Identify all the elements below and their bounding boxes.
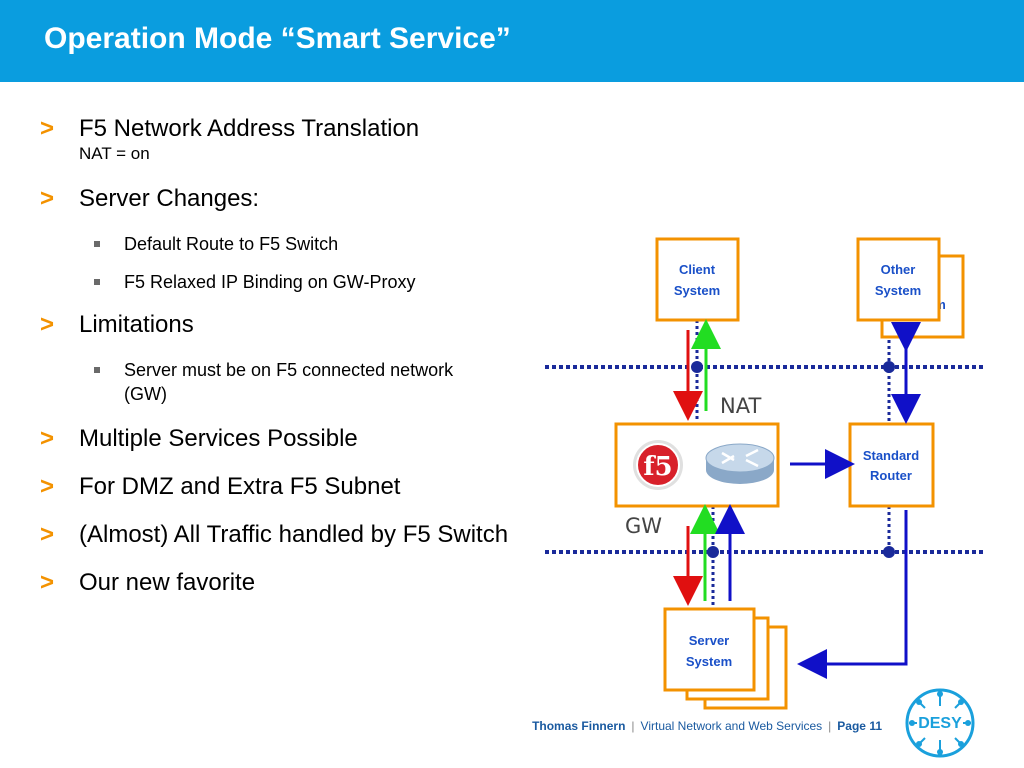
sub-bullet-text: Default Route to F5 Switch — [124, 234, 339, 254]
gw-label: GW — [625, 514, 662, 538]
client-system-label: System — [674, 283, 720, 298]
blue-arrow-icon — [797, 510, 908, 679]
bullet-text: Our new favorite — [79, 569, 256, 596]
bullet-arrow-icon: > — [40, 311, 55, 338]
other-system-label: System — [875, 283, 921, 298]
bullet-text: (Almost) All Traffic handled by F5 Switc… — [79, 521, 509, 548]
bullet-arrow-icon: > — [40, 521, 55, 548]
bullet-list: > F5 Network Address Translation NAT = o… — [40, 114, 510, 598]
bullet-text: Server Changes: — [79, 185, 260, 212]
bullet-favorite: > Our new favorite — [40, 568, 510, 598]
nat-label: NAT — [720, 394, 761, 418]
junction-dot — [883, 361, 895, 373]
junction-dot — [707, 546, 719, 558]
f5-switch-box: f5 — [614, 422, 780, 508]
sub-bullet-text: Server must be on F5 connected network (… — [124, 360, 454, 404]
bullet-text: Limitations — [79, 311, 194, 338]
other-system-label: Other — [881, 262, 916, 277]
sub-bullet-text: F5 Relaxed IP Binding on GW-Proxy — [124, 272, 416, 292]
standard-router-box: Standard Router — [848, 422, 935, 508]
square-bullet-icon — [94, 367, 100, 373]
junction-dot — [691, 361, 703, 373]
footer-separator: | — [828, 719, 832, 733]
footer-talk: Virtual Network and Web Services — [640, 719, 823, 733]
client-system-label: Client — [679, 262, 716, 277]
desy-logo-text: DESY — [918, 715, 962, 732]
footer-page: Page 11 — [837, 719, 882, 733]
bullet-server-changes: > Server Changes: — [40, 184, 510, 214]
bullet-text: For DMZ and Extra F5 Subnet — [79, 473, 401, 500]
bullet-arrow-icon: > — [40, 425, 55, 452]
bullet-subtext: NAT = on — [79, 144, 150, 163]
server-system-label: System — [686, 654, 732, 669]
server-system-label: Server — [689, 633, 729, 648]
bullet-limitations: > Limitations — [40, 310, 510, 340]
square-bullet-icon — [94, 279, 100, 285]
sub-bullet: Server must be on F5 connected network (… — [40, 358, 464, 406]
server-system-box: Server System — [663, 607, 788, 710]
router-icon — [705, 443, 775, 484]
slide-title: Operation Mode “Smart Service” — [44, 22, 511, 55]
standard-router-label: Router — [870, 468, 912, 483]
svg-text:f5: f5 — [643, 452, 672, 482]
sub-bullet: F5 Relaxed IP Binding on GW-Proxy — [40, 270, 510, 294]
footer-separator: | — [631, 719, 635, 733]
title-bar: Operation Mode “Smart Service” — [0, 0, 1024, 82]
bullet-nat: > F5 Network Address Translation NAT = o… — [40, 114, 510, 164]
bullet-arrow-icon: > — [40, 115, 55, 142]
bullet-text: Multiple Services Possible — [79, 425, 358, 452]
bullet-arrow-icon: > — [40, 185, 55, 212]
other-system-box: m Other System — [856, 237, 965, 339]
footer-author: Thomas Finnern — [532, 719, 626, 733]
bullet-text: F5 Network Address Translation — [79, 115, 420, 142]
standard-router-label: Standard — [863, 448, 919, 463]
square-bullet-icon — [94, 241, 100, 247]
footer: Thomas Finnern | Virtual Network and Web S… — [532, 719, 882, 733]
client-system-box: Client System — [655, 237, 740, 322]
bullet-arrow-icon: > — [40, 473, 55, 500]
bullet-arrow-icon: > — [40, 569, 55, 596]
desy-logo-icon: DESY — [905, 688, 975, 758]
bullet-dmz: > For DMZ and Extra F5 Subnet — [40, 472, 510, 502]
junction-dot — [883, 546, 895, 558]
f5-logo-icon: f5 — [633, 440, 683, 490]
sub-bullet: Default Route to F5 Switch — [40, 232, 510, 256]
bullet-traffic: > (Almost) All Traffic handled by F5 Swi… — [40, 520, 509, 550]
bullet-multiple-services: > Multiple Services Possible — [40, 424, 510, 454]
